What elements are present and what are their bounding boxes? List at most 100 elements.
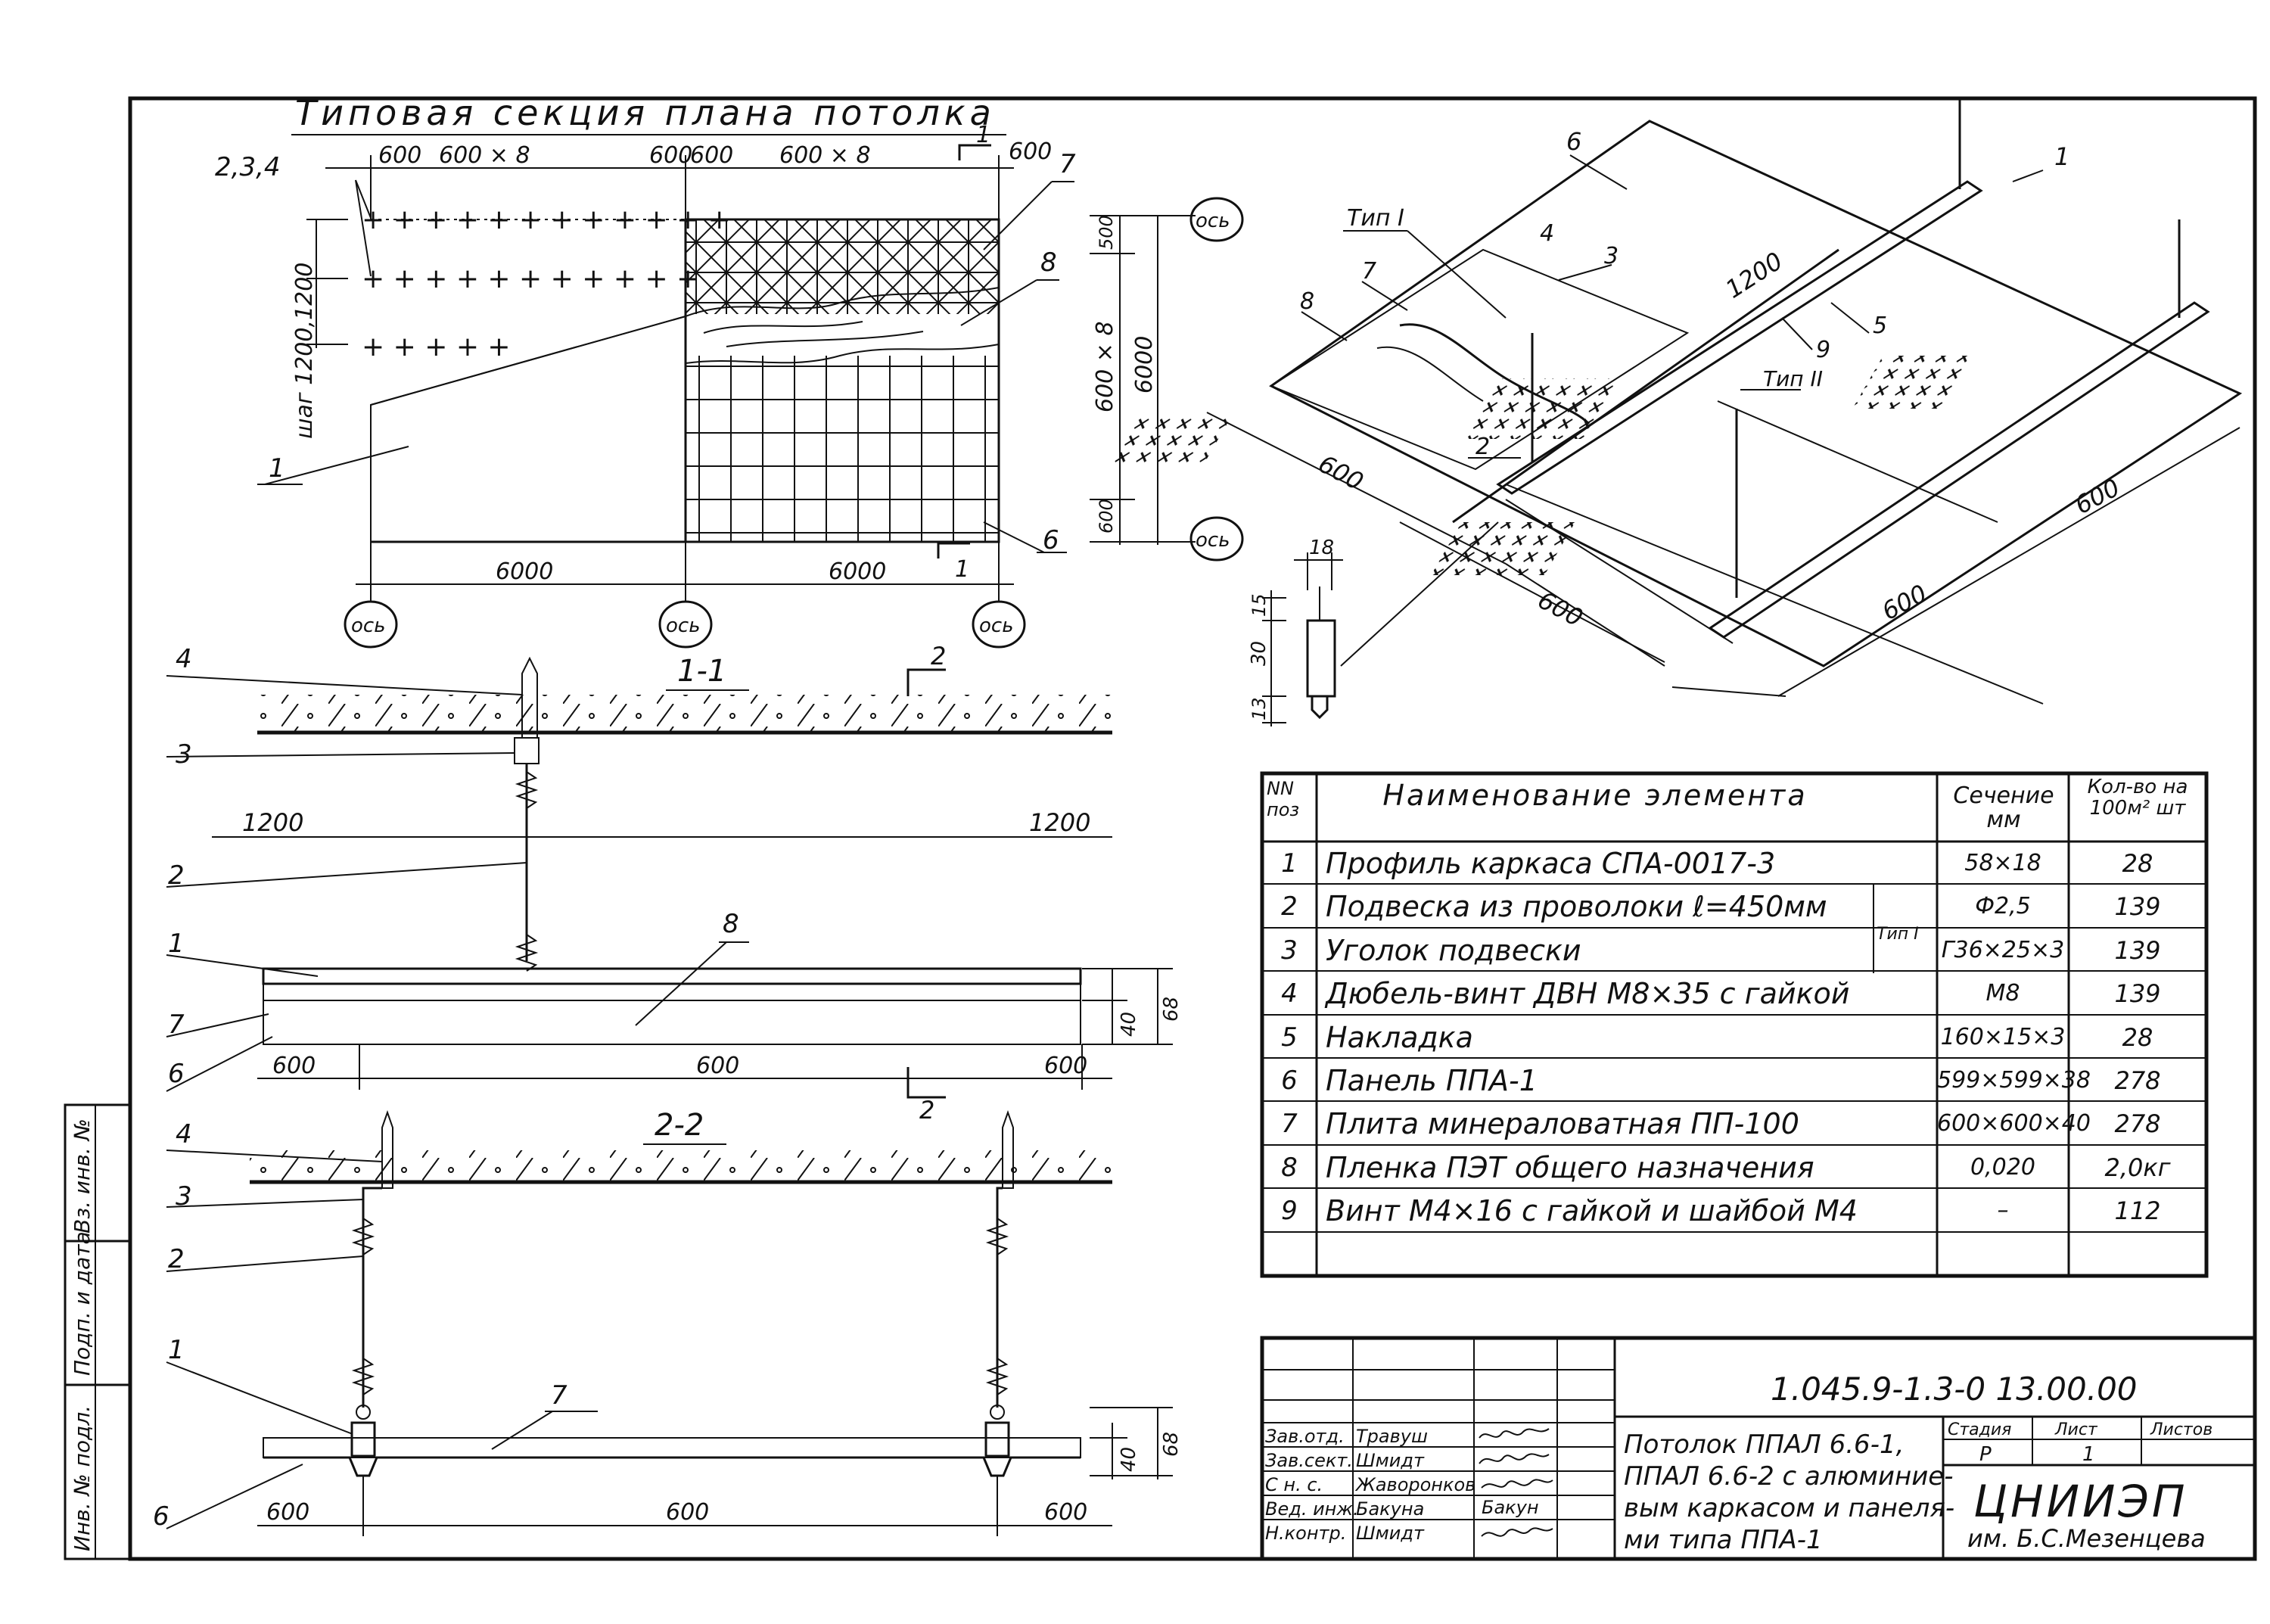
sheet-header: Лист — [2054, 1420, 2098, 1439]
profile-dim-18: 18 — [1309, 537, 1334, 559]
title-line-3: ми типа ППА-1 — [1624, 1525, 1823, 1555]
spec-cell-num: 1 — [1281, 848, 1298, 879]
svg-text:ось: ось — [1196, 529, 1230, 552]
iso-label-4: 4 — [1540, 220, 1554, 247]
svg-text:ось: ось — [1196, 210, 1230, 232]
spec-cell-qty: 28 — [2122, 1022, 2153, 1052]
hdr-section: Сечение мм — [1953, 782, 2054, 833]
section-2-2-h68: 68 — [1160, 1432, 1183, 1457]
section-1-1-dim-0: 600 — [272, 1053, 316, 1079]
name-2: Жаворонков — [1354, 1474, 1476, 1495]
svg-text:ось: ось — [666, 614, 701, 637]
s11-callout-6: 6 — [168, 1059, 185, 1089]
spec-table-text: NN поз Наименование элемента Сечение мм … — [1262, 773, 2206, 1276]
plan-dim-top-0: 600 — [378, 142, 421, 169]
iso-label-1200: 1200 — [1721, 246, 1788, 303]
spec-cell-section: Ф2,5 — [1975, 893, 2031, 920]
plan-dim-top-3: 600 — [690, 142, 733, 169]
section-2-2-title: 2-2 — [655, 1108, 704, 1143]
spec-cell-name: Профиль каркаса СПА-0017-3 — [1326, 847, 1776, 880]
section-1-1-dim-2: 600 — [1044, 1053, 1087, 1079]
s11-callout-4: 4 — [176, 644, 192, 674]
suspension-marks: + + + + + + + + + + + + + + + + + + + + … — [362, 204, 731, 362]
spec-cell-section: 599×599×38 — [1937, 1067, 2091, 1094]
title-line-0: Потолок ППАЛ 6.6-1, — [1624, 1430, 1904, 1460]
spec-cell-num: 8 — [1281, 1152, 1298, 1183]
isometric-view: 6 1 Тип I 4 3 7 8 1200 5 9 Тип II 2 600 … — [1112, 98, 2243, 705]
stage-header: Стадия — [1948, 1420, 2011, 1439]
plan-dim-top-1: 600 × 8 — [439, 142, 530, 169]
plan-cut-bottom: 1 — [955, 556, 969, 583]
spec-cell-name: Уголок подвески — [1326, 933, 1581, 967]
svg-text:+ + + + +: + + + + + — [362, 331, 511, 362]
spec-cell-num: 4 — [1281, 978, 1298, 1010]
spec-cell-num: 2 — [1281, 891, 1298, 922]
ceiling-plan: Типовая секция плана потолка 600 600 × 8… — [215, 92, 1244, 649]
svg-text:ось: ось — [351, 614, 386, 637]
stamp-vz-inv: Вз. инв. № — [70, 1118, 95, 1234]
section-1-1-title: 1-1 — [677, 654, 726, 689]
plan-left-vertical: шаг 1200,1200 — [291, 263, 318, 439]
name-1: Шмидт — [1356, 1450, 1425, 1471]
plan-dim-top-2: 600 — [649, 142, 692, 169]
section-2-2-h40: 40 — [1118, 1447, 1140, 1472]
plan-dim-top-4: 600 × 8 — [779, 142, 871, 169]
title-line-1: ППАЛ 6.6-2 с алюминие- — [1624, 1461, 1954, 1492]
spec-cell-num: 9 — [1281, 1196, 1298, 1227]
spec-cell-qty: 278 — [2114, 1066, 2161, 1095]
profile-dim-15: 15 — [1248, 593, 1270, 617]
hdr-name: Наименование элемента — [1382, 779, 1808, 812]
iso-label-tip2: Тип II — [1763, 366, 1823, 391]
iso-label-tip1: Тип I — [1347, 205, 1404, 232]
profile-dim-30: 30 — [1248, 641, 1270, 666]
s22-callout-2: 2 — [168, 1244, 185, 1274]
spec-cell-section: Г36×25×3 — [1941, 936, 2065, 963]
profile-dim-13: 13 — [1248, 697, 1270, 720]
sheet-frame — [128, 96, 2257, 1561]
spec-cell-num: 5 — [1281, 1022, 1298, 1053]
title-block: 1.045.9-1.3-0 13.00.00 Зав.отд. Зав.сект… — [1260, 1336, 2257, 1561]
s22-callout-7: 7 — [551, 1380, 568, 1411]
spec-cell-section: 160×15×3 — [1940, 1023, 2066, 1050]
section-2-2-dim-2: 600 — [1044, 1499, 1087, 1526]
plan-title: Типовая секция плана потолка — [295, 92, 996, 133]
axis-bubble: ось — [658, 600, 713, 649]
org-sub: им. Б.С.Мезенцева — [1967, 1524, 2206, 1553]
spec-cell-section: – — [1997, 1197, 2009, 1224]
s22-callout-3: 3 — [176, 1181, 192, 1212]
s22-callout-1: 1 — [168, 1335, 185, 1365]
name-4: Шмидт — [1356, 1523, 1425, 1544]
iso-label-7: 7 — [1362, 258, 1376, 285]
axis-bubble: ось — [344, 600, 398, 649]
section-2-2: 2-2 40 68 600 600 600 — [153, 1108, 1183, 1536]
role-3: Вед. инж. — [1265, 1498, 1359, 1520]
spec-cell-name: Пленка ПЭТ общего назначения — [1326, 1150, 1814, 1184]
name-3: Бакуна — [1356, 1498, 1424, 1520]
hdr-num: NN поз — [1267, 778, 1300, 820]
iso-label-8: 8 — [1300, 288, 1314, 315]
spec-table — [1260, 771, 2209, 1278]
s11-callout-1: 1 — [168, 929, 185, 959]
plan-dim-bottom-0: 6000 — [496, 558, 553, 585]
s11-callout-7: 7 — [168, 1010, 185, 1040]
hdr-qty: Кол-во на 100м² шт — [2087, 776, 2188, 820]
stage-value: Р — [1979, 1443, 1992, 1466]
role-2: С н. с. — [1265, 1474, 1323, 1495]
axis-bubble: ось — [1189, 197, 1244, 242]
section-2-2-dim-0: 600 — [266, 1499, 309, 1526]
plan-dim-right-3: 600 — [1096, 499, 1117, 534]
plan-callout-1: 1 — [269, 453, 285, 484]
section-1-1-h40: 40 — [1118, 1012, 1140, 1037]
plan-cut-top: 1 — [976, 122, 990, 148]
spec-cell-qty: 139 — [2114, 935, 2161, 965]
spec-cell-name: Панель ППА-1 — [1326, 1064, 1538, 1097]
iso-dim-2: 600 — [1877, 579, 1932, 626]
